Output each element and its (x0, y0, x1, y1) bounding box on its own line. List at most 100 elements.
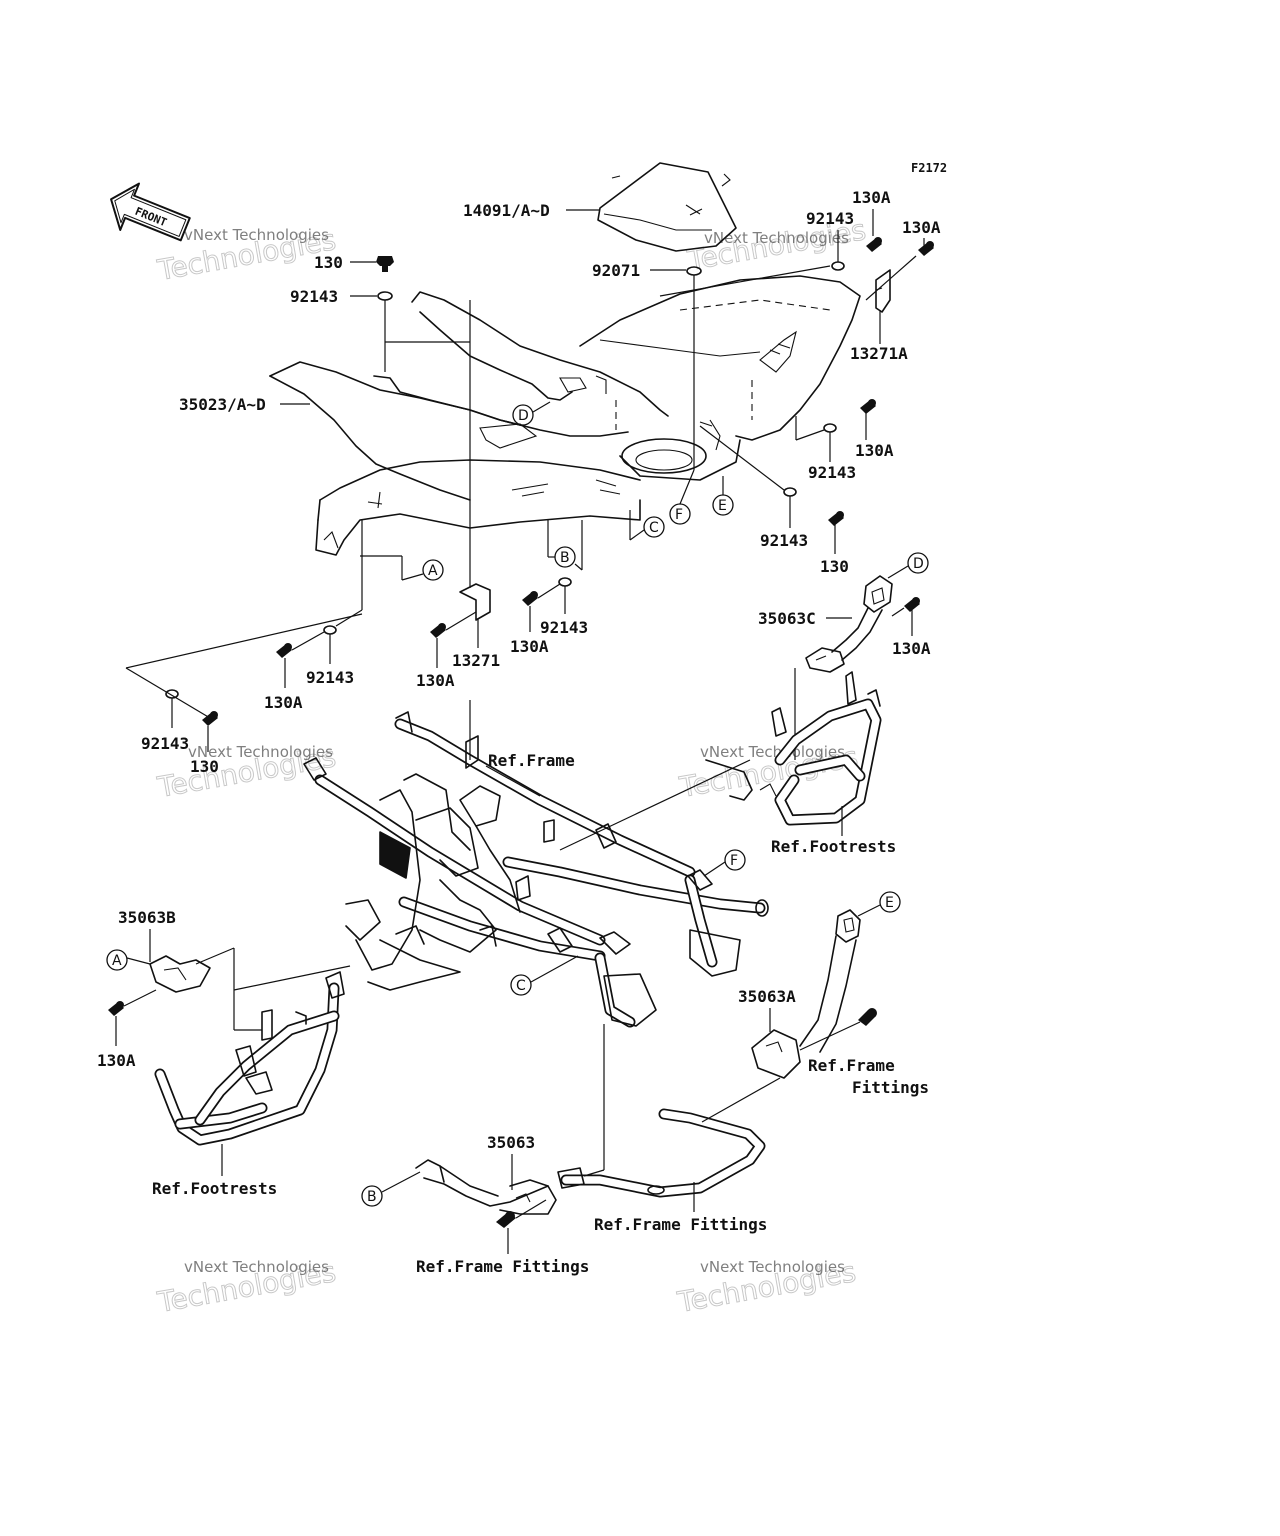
watermark-top-left: Technologies vNext Technologies (154, 223, 339, 288)
label-92143-far-left: 92143 (141, 734, 189, 753)
label-92143-top-right: 92143 (806, 209, 854, 228)
rear-stay-part (805, 575, 893, 673)
washer-icon (831, 261, 845, 271)
bolt-icon (860, 399, 876, 414)
svg-text:F: F (675, 507, 683, 523)
bolt-icon (522, 591, 538, 606)
label-130a-right: 130A (902, 218, 941, 237)
label-35063a: 35063A (738, 987, 796, 1006)
callout-b-upper: B (547, 520, 583, 571)
svg-text:D: D (518, 408, 529, 424)
washer-icon (323, 625, 337, 635)
front-arrow-icon: FRONT (110, 182, 191, 242)
label-ref-frame: Ref.Frame (488, 751, 575, 770)
callout-a-lower: A (106, 949, 151, 971)
svg-text:F: F (730, 853, 738, 869)
bolt-icon (866, 237, 882, 252)
svg-text:C: C (516, 978, 526, 994)
callout-d-upper: D (512, 401, 551, 426)
svg-text:vNext Technologies: vNext Technologies (188, 743, 333, 761)
bolt-icon (376, 256, 394, 272)
svg-text:D: D (913, 556, 924, 572)
label-130a-mid: 130A (855, 441, 894, 460)
bracket-part (875, 269, 891, 313)
callout-f-lower: F (703, 849, 746, 877)
figure-code: F2172 (911, 161, 947, 175)
washer-icon (558, 577, 572, 587)
svg-text:vNext Technologies: vNext Technologies (700, 1258, 845, 1276)
svg-text:A: A (428, 563, 438, 579)
label-92143-b: 92143 (540, 618, 588, 637)
front-lower-bar-part (557, 1108, 766, 1198)
washer-icon (377, 291, 393, 301)
bolt-icon (904, 597, 920, 612)
rear-fender-part (269, 275, 861, 556)
bolt-icon (496, 1211, 516, 1228)
front-stay-left-part (149, 955, 211, 993)
callout-d-lower: D (887, 552, 929, 579)
svg-text:vNext Technologies: vNext Technologies (184, 1258, 329, 1276)
seat-cover-part (597, 162, 737, 252)
label-35063b: 35063B (118, 908, 176, 927)
label-ref-frame-fittings-2: Ref.Frame Fittings (594, 1215, 767, 1234)
callout-e-upper: E (712, 476, 734, 516)
bolt-icon (276, 643, 292, 658)
svg-text:vNext Technologies: vNext Technologies (704, 229, 849, 247)
label-35063c: 35063C (758, 609, 816, 628)
bolt-icon (858, 1008, 877, 1026)
label-35023: 35023/A~D (179, 395, 266, 414)
bolt-icon (108, 1001, 124, 1016)
front-stay-center-part (415, 1159, 557, 1215)
label-130a-d: 130A (892, 639, 931, 658)
label-92071: 92071 (592, 261, 640, 280)
label-13271: 13271 (452, 651, 500, 670)
label-130-e: 130 (820, 557, 849, 576)
bolt-icon (918, 241, 934, 256)
bolt-icon (430, 623, 446, 638)
label-13271a: 13271A (850, 344, 908, 363)
svg-text:B: B (560, 550, 570, 566)
bolt-icon (202, 711, 218, 726)
callout-e-lower: E (857, 891, 901, 917)
callout-a-upper: A (360, 555, 444, 581)
label-ref-footrests-right: Ref.Footrests (771, 837, 896, 856)
footrest-guard-right-part (705, 671, 882, 826)
svg-text:C: C (649, 520, 659, 536)
label-ref-frame-fittings-1a: Ref.Frame (808, 1056, 895, 1075)
label-92143-top-left: 92143 (290, 287, 338, 306)
label-130a-top: 130A (852, 188, 891, 207)
label-130a-b: 130A (510, 637, 549, 656)
watermark-bottom-left: Technologies vNext Technologies (154, 1255, 339, 1320)
bolt-icon (828, 511, 844, 526)
main-frame-part (303, 711, 769, 1028)
washer-icon (165, 689, 179, 699)
footrest-guard-left-part (154, 971, 345, 1146)
label-35063: 35063 (487, 1133, 535, 1152)
washer-icon (783, 487, 797, 497)
watermark-bottom-right: Technologies vNext Technologies (674, 1255, 859, 1320)
callout-b-lower: B (361, 1171, 421, 1207)
callout-c-lower: C (510, 955, 579, 996)
svg-text:B: B (367, 1189, 377, 1205)
label-92143-e: 92143 (760, 531, 808, 550)
svg-text:E: E (885, 895, 894, 911)
bracket-part (459, 583, 491, 621)
label-ref-footrests-left: Ref.Footrests (152, 1179, 277, 1198)
front-stay-right-part (751, 909, 861, 1079)
label-130a-left: 130A (264, 693, 303, 712)
svg-text:vNext Technologies: vNext Technologies (184, 226, 329, 244)
svg-text:vNext Technologies: vNext Technologies (700, 743, 845, 761)
label-130-far-left: 130 (190, 757, 219, 776)
callout-f-upper: F (669, 469, 695, 525)
svg-text:A: A (112, 953, 122, 969)
label-ref-frame-fittings-3: Ref.Frame Fittings (416, 1257, 589, 1276)
label-130a-13271: 130A (416, 671, 455, 690)
watermark-mid-right: Technologies vNext Technologies (676, 740, 861, 805)
label-130-top: 130 (314, 253, 343, 272)
label-130a-lower: 130A (97, 1051, 136, 1070)
washer-icon (823, 423, 837, 433)
svg-text:E: E (718, 498, 727, 514)
label-14091: 14091/A~D (463, 201, 550, 220)
